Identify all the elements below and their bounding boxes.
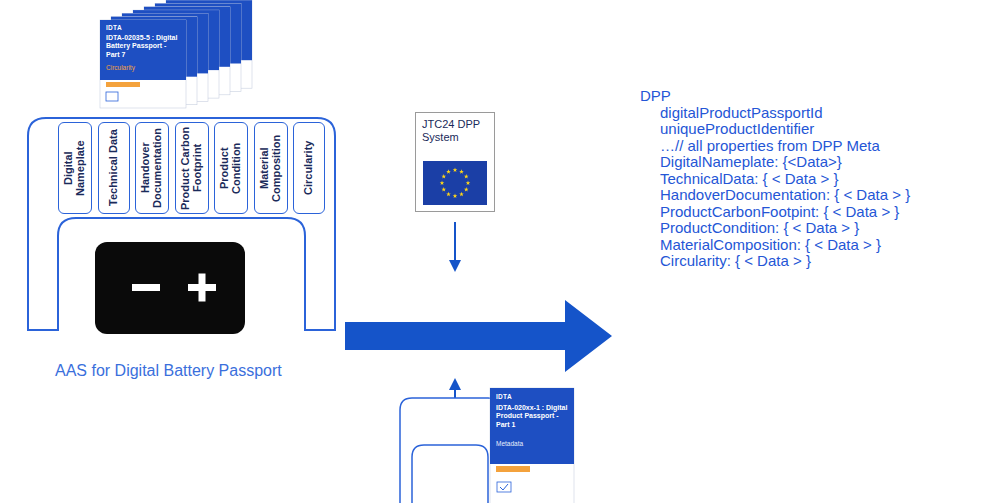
cover-subtitle: Metadata: [496, 440, 523, 447]
battery-body: [95, 242, 245, 334]
cover-blue-area: [100, 20, 186, 80]
system-box: JTC24 DPP System: [415, 112, 495, 212]
submodel-label: Material Composition: [259, 126, 283, 210]
dpp-property: ProductCondition: { < Data > }: [660, 220, 859, 237]
submodel-label: Digital Nameplate: [63, 126, 87, 210]
flag-star: [440, 181, 445, 185]
cover-blue-area: [490, 388, 574, 464]
aas-shell: AAS for Digital Battery Passport Digital …: [20, 112, 345, 397]
dpp-property: TechnicalData: { < Data > }: [660, 171, 838, 188]
down-arrow-head: [449, 260, 461, 272]
dpp-property: MaterialComposition: { < Data > }: [660, 237, 881, 254]
cover-sheet: [490, 388, 574, 503]
dpp-property: digitalProductPassportId: [660, 105, 823, 122]
submodel-label: Circularity: [303, 126, 315, 210]
dpp-root: DPP: [640, 88, 671, 105]
submodel-label: Technical Data: [108, 126, 120, 210]
submodel-box: Material Composition: [254, 122, 288, 214]
flag-star: [464, 174, 469, 178]
cover-orange-band: [106, 82, 140, 87]
cover-sheet: [100, 20, 186, 108]
flow-arrow: [345, 300, 612, 372]
dpp-property: DigitalNameplate: {<Data>}: [660, 154, 842, 171]
flag-star: [446, 169, 451, 173]
cover-check-mark: [500, 484, 508, 490]
flag-star: [459, 169, 464, 173]
submodel-label: Product Condition: [219, 126, 243, 210]
dpp-property: …// all properties from DPP Meta: [660, 138, 880, 155]
cover-orange-band: [496, 466, 530, 472]
flag-star: [453, 168, 458, 172]
cover-logo-mark: [497, 482, 511, 492]
down-arrow-shaft: [454, 222, 456, 262]
flag-star: [464, 187, 469, 191]
box-label: JTC24 DPP System: [416, 113, 494, 144]
dpp-property: uniqueProductIdentifier: [660, 121, 814, 138]
cover-title: IDTA-02035-5 : Digital Battery Passport …: [106, 34, 180, 59]
submodel-label: Product Carbon Footprint: [180, 126, 204, 210]
up-arrow-head: [449, 378, 461, 390]
submodel-box: Product Carbon Footprint: [175, 122, 209, 214]
flag-field: [423, 161, 487, 205]
battery-icon: [95, 242, 245, 334]
flag-star: [441, 187, 446, 191]
submodel-box: Digital Nameplate: [58, 122, 92, 214]
cover-logo-mark: [106, 92, 118, 101]
cover-title: IDTA-020xx-1 : Digital Product Passport …: [496, 404, 570, 429]
flag-star: [453, 194, 458, 198]
flag-star: [466, 181, 471, 185]
document-stack: [100, 0, 252, 108]
cover-logo-text: IDTA: [496, 393, 512, 400]
battery-minus: [132, 284, 160, 291]
metadata-cover: [490, 388, 574, 503]
submodel-box: Product Condition: [214, 122, 248, 214]
aas-caption: AAS for Digital Battery Passport: [55, 362, 282, 380]
submodel-label: Handover Documentation: [140, 126, 164, 210]
flag-star: [459, 192, 464, 196]
flag-star: [441, 174, 446, 178]
cover-subtitle: Circularity: [106, 64, 135, 71]
document-cover: [100, 20, 186, 108]
dpp-property: HandoverDocumentation: { < Data > }: [660, 187, 910, 204]
submodel-box: Circularity: [293, 122, 325, 214]
flag-star: [446, 192, 451, 196]
dpp-property: Circularity: { < Data > }: [660, 253, 811, 270]
submodel-box: Technical Data: [98, 122, 130, 214]
eu-flag: [423, 161, 487, 205]
battery-plus-stem: [199, 274, 206, 302]
dpp-property: ProductCarbonFootpint: { < Data > }: [660, 204, 899, 221]
aas-outline-small: [400, 398, 500, 503]
submodel-box: Handover Documentation: [135, 122, 169, 214]
cover-logo-text: IDTA: [106, 24, 122, 31]
